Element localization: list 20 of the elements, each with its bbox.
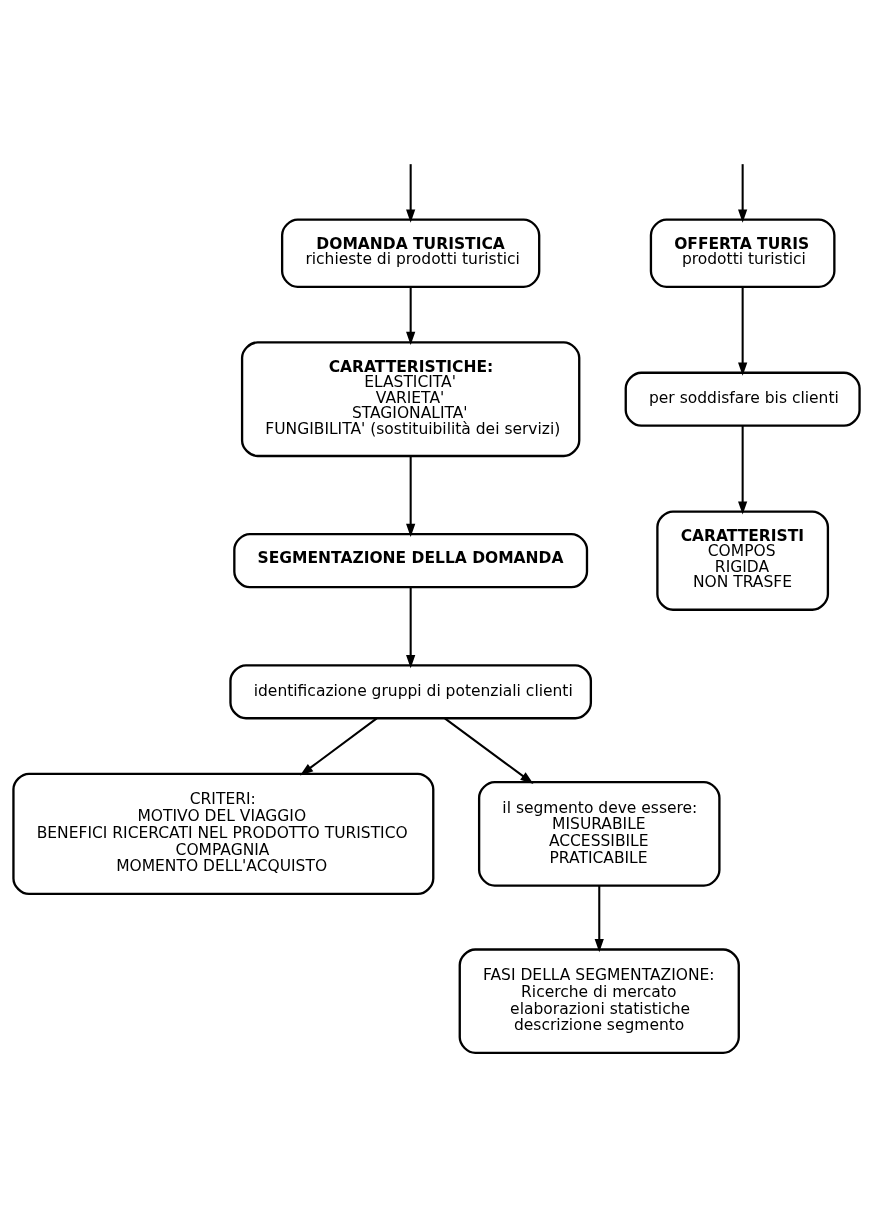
node-box: CRITERI: MOTIVO DEL VIAGGIO BENEFICI RICERCATI NEL PRODOTTO TURISTICO COMPAGNIA MOMENTO DELL'ACQUISTO (12, 772, 435, 895)
arrow (406, 586, 416, 668)
node-box: DOMANDA TURISTICA richieste di prodotti turistici (280, 217, 541, 288)
arrow (738, 425, 748, 515)
arrow (444, 717, 534, 784)
node-box: FASI DELLA SEGMENTAZIONE: Ricerche di mercato elaborazioni statistiche descrizione segmento (458, 947, 740, 1054)
arrow (406, 286, 416, 345)
node-box: identificazione gruppi di potenziali clienti (229, 663, 593, 719)
node-box: SEGMENTAZIONE DELLA DOMANDA (233, 532, 589, 588)
arrow (406, 163, 416, 223)
arrow (738, 163, 748, 223)
arrow (300, 717, 378, 775)
node-box: per soddisfare bis clienti (624, 371, 861, 427)
node-box: CARATTERISTI COMPOS RIGIDA NON TRASFE (656, 509, 830, 611)
arrow (406, 455, 416, 537)
node-box: OFFERTA TURIS prodotti turistici (649, 217, 836, 288)
arrow (738, 286, 748, 376)
arrow (594, 885, 604, 952)
node-box: CARATTERISTICHE: ELASTICITA' VARIETA' STAGIONALITA' FUNGIBILITA' (sostituibilità dei servizi) (240, 340, 581, 457)
node-box: il segmento deve essere: MISURABILE ACCESSIBILE PRATICABILE (477, 780, 721, 887)
